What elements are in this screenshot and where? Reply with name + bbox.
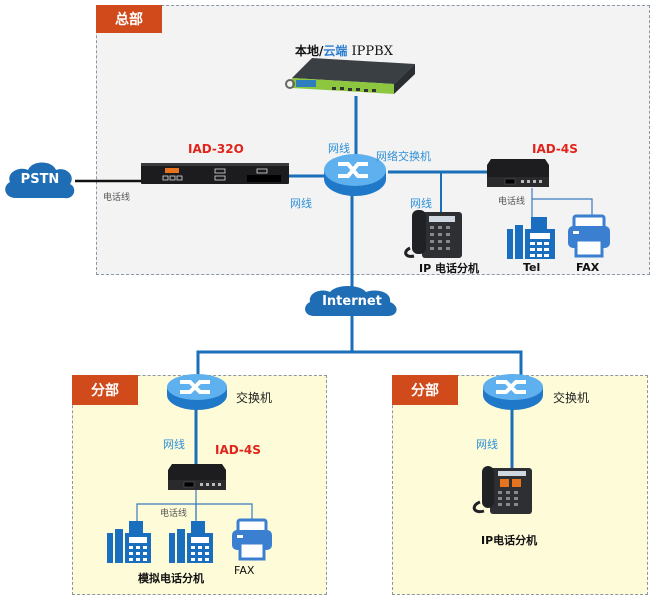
hq-ip-phone-icon xyxy=(404,210,462,258)
branch-left-net-label: 网线 xyxy=(163,438,185,451)
hq-iad4-label: IAD-4S xyxy=(532,142,578,156)
hq-fax-icon xyxy=(568,214,610,258)
branch-right-ip-phone-icon xyxy=(472,466,532,514)
ippbx-label-prefix: 本地/ xyxy=(295,44,324,58)
branch-right-ip-phone-label: IP电话分机 xyxy=(481,534,538,547)
branch-left-fax-icon xyxy=(232,518,272,561)
net-label-to-iad32: 网线 xyxy=(290,197,312,210)
iad32-label: IAD-32O xyxy=(188,142,244,156)
branch-left-iad4-label: IAD-4S xyxy=(215,443,261,457)
branch-left-switch-icon xyxy=(167,374,227,410)
hq-fax-label: FAX xyxy=(576,261,600,274)
branch-right-switch-icon xyxy=(483,374,543,410)
branch-right-switch-label: 交换机 xyxy=(553,391,590,405)
branch-left-iad4-device-icon xyxy=(168,464,226,490)
pstn-cloud-icon xyxy=(5,162,75,199)
internet-label: Internet xyxy=(322,294,382,309)
wire-b1-phoneline xyxy=(136,503,253,522)
hq-tel-icon xyxy=(507,217,555,259)
net-label-to-ipphone: 网线 xyxy=(410,197,432,210)
pstn-label: PSTN xyxy=(20,172,60,187)
internet-cloud-icon xyxy=(305,286,397,316)
branch-left-tag: 分部 xyxy=(72,375,138,405)
branch-right-net-label: 网线 xyxy=(476,438,498,451)
hq-tel-label: Tel xyxy=(523,261,541,274)
net-label-to-pbx: 网线 xyxy=(328,142,350,155)
wire-iad4-fax xyxy=(532,198,593,218)
ippbx-label: 本地/云端 IPPBX xyxy=(295,42,393,59)
hq-switch-label: 网络交换机 xyxy=(376,150,431,163)
branch-left-phone-2-icon xyxy=(169,521,213,563)
branch-left-phone-1-icon xyxy=(107,521,151,563)
ippbx-label-cloud: 云端 xyxy=(323,44,348,58)
branch-left-phone-line-label: 电话线 xyxy=(160,509,188,519)
branch-left-analog-phones-label: 模拟电话分机 xyxy=(138,572,204,585)
branch-left-switch-label: 交换机 xyxy=(236,391,273,405)
ippbx-server-icon xyxy=(285,58,415,94)
wire-internet-branches xyxy=(196,350,523,392)
hq-iad4-phone-line-label: 电话线 xyxy=(498,197,526,207)
hq-iad4-device-icon xyxy=(487,159,549,187)
headquarters-tag: 总部 xyxy=(96,5,162,33)
hq-switch-icon xyxy=(324,154,386,196)
branch-right-tag: 分部 xyxy=(392,375,458,405)
iad32-device-icon xyxy=(141,163,289,184)
headquarters-zone xyxy=(96,5,650,275)
hq-phone-line-label: 电话线 xyxy=(103,193,131,203)
ippbx-label-suffix: IPPBX xyxy=(347,44,393,59)
hq-ip-phone-label: IP 电话分机 xyxy=(419,262,479,275)
branch-left-fax-label: FAX xyxy=(234,564,255,577)
